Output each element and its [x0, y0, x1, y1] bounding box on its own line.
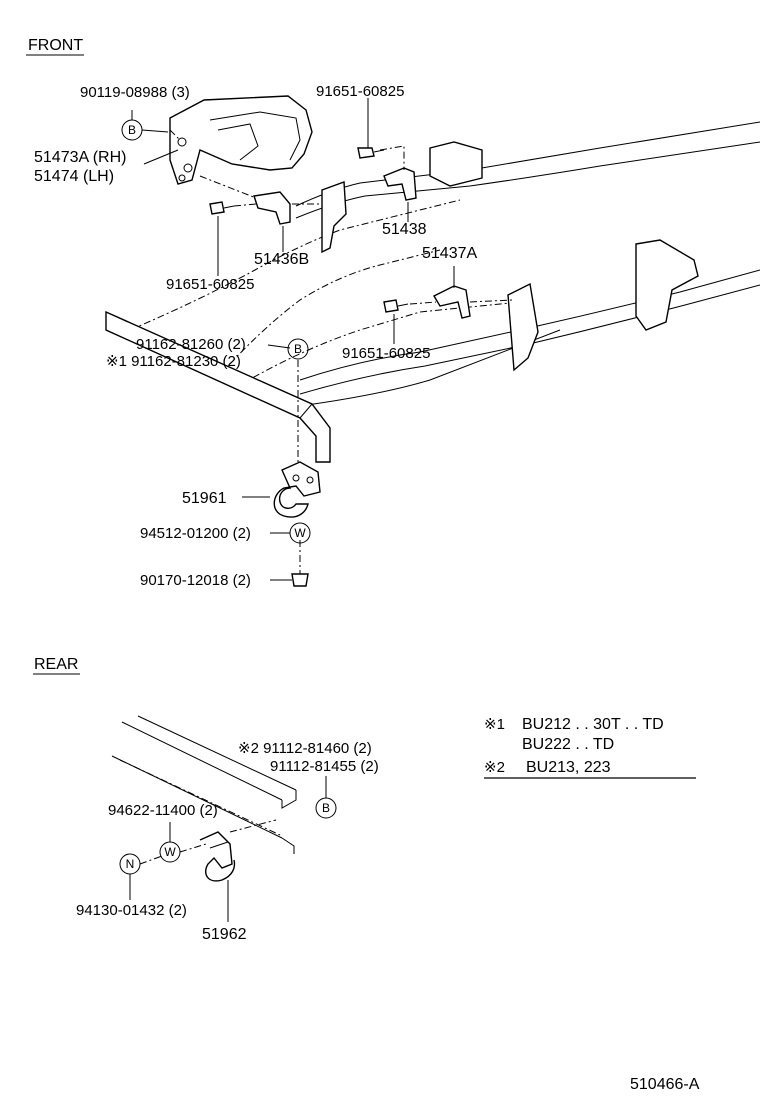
part-label: 94622-11400 (2) — [108, 802, 218, 819]
marker-n-circle — [119, 853, 141, 875]
part-label: ※2 91112-81460 (2) — [238, 740, 372, 757]
bolt-icon — [209, 201, 235, 215]
note-2-line-1: BU213, 223 — [526, 759, 611, 776]
bracket-51436b — [253, 191, 291, 225]
shield-bracket — [169, 95, 313, 185]
note-mark-2: ※2 — [484, 759, 505, 776]
part-label: 91112-81455 (2) — [270, 758, 379, 775]
part-label: 90170-12018 (2) — [140, 572, 251, 589]
rear-heading: REAR — [34, 656, 78, 673]
diagram-id: 510466-A — [630, 1076, 700, 1093]
bolt-icon — [383, 299, 409, 313]
note-mark-1: ※1 — [484, 716, 505, 733]
part-label: 51474 (LH) — [34, 168, 114, 185]
bracket-51438 — [383, 167, 417, 201]
tow-hook-rear — [199, 831, 236, 882]
marker-b: B — [128, 123, 136, 137]
marker-b: B — [294, 342, 302, 356]
note-1-line-2: BU222 . . TD — [522, 736, 614, 753]
part-label: 91651-60825 — [342, 345, 430, 362]
part-label: 51437A — [422, 245, 477, 262]
marker-w: W — [294, 526, 306, 540]
marker-n: N — [126, 857, 135, 871]
part-label: 91162-81260 (2) — [136, 336, 246, 353]
part-label: 51473A (RH) — [34, 149, 127, 166]
part-label: 51961 — [182, 490, 227, 507]
part-label: 91651-60825 — [166, 276, 254, 293]
front-frame — [105, 121, 760, 463]
note-1-line-1: BU212 . . 30T . . TD — [522, 716, 664, 733]
marker-w-circle — [289, 522, 311, 544]
bolt-icon — [357, 147, 385, 159]
front-heading: FRONT — [28, 37, 83, 54]
part-label: 91651-60825 — [316, 83, 404, 100]
marker-b-circle — [315, 797, 337, 819]
tow-hook-front — [273, 461, 321, 518]
part-label: 51962 — [202, 926, 247, 943]
part-label: 90119-08988 (3) — [80, 84, 190, 101]
part-label: 51438 — [382, 221, 427, 238]
part-label: 94130-01432 (2) — [76, 902, 187, 919]
marker-w: W — [164, 845, 176, 859]
part-label: 94512-01200 (2) — [140, 525, 251, 542]
rear-frame — [111, 715, 297, 854]
marker-w-circle — [159, 841, 181, 863]
nut-icon — [291, 573, 309, 587]
marker-b-circle — [287, 338, 309, 360]
marker-b: B — [322, 801, 330, 815]
bracket-51437a — [433, 285, 471, 319]
part-label: ※1 91162-81230 (2) — [106, 353, 241, 370]
marker-b-circle — [121, 119, 143, 141]
part-label: 51436B — [254, 251, 309, 268]
applicability-notes: ※1 BU212 . . 30T . . TD BU222 . . TD ※2 … — [484, 716, 696, 779]
